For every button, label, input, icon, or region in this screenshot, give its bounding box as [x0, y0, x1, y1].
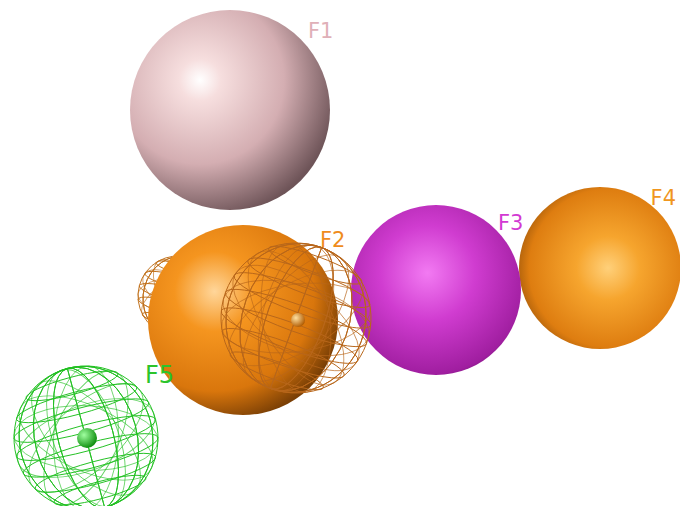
- mesh-line: [13, 403, 159, 473]
- mesh-line: [216, 246, 376, 390]
- mesh-line: [3, 351, 169, 506]
- magenta-sphere: [351, 205, 521, 375]
- feature-label: F1: [308, 21, 333, 42]
- mesh-line: [224, 238, 368, 398]
- mesh-line: [26, 359, 145, 506]
- mesh-line: [244, 237, 347, 399]
- center-dot: [77, 428, 97, 448]
- mesh-lines: [0, 341, 183, 506]
- mesh-line: [7, 378, 165, 497]
- pink-sphere: [130, 10, 330, 210]
- mesh-outline: [0, 350, 174, 506]
- mesh-outline: [200, 222, 392, 414]
- feature-label: F2: [320, 230, 345, 251]
- mesh-line: [252, 239, 339, 397]
- mesh-line: [243, 238, 348, 399]
- mesh-line: [217, 274, 375, 361]
- mesh-line: [13, 363, 158, 506]
- mesh-line: [205, 224, 387, 412]
- mesh-lines: [191, 213, 401, 423]
- orange-sphere: [519, 187, 680, 349]
- mesh-line: [243, 238, 348, 399]
- mesh-line: [205, 224, 387, 412]
- feature-label: F4: [651, 188, 676, 209]
- feature-label: F3: [498, 213, 523, 234]
- mesh-line: [229, 236, 363, 400]
- mesh-line: [215, 266, 377, 369]
- mesh-sphere: [0, 341, 183, 506]
- center-dot: [291, 313, 305, 327]
- mesh-line: [7, 383, 165, 494]
- mesh-line: [3, 351, 169, 506]
- mesh-line: [11, 365, 161, 506]
- mesh-sphere: [191, 213, 401, 423]
- mesh-line: [214, 251, 378, 385]
- feature-label: F5: [145, 363, 174, 387]
